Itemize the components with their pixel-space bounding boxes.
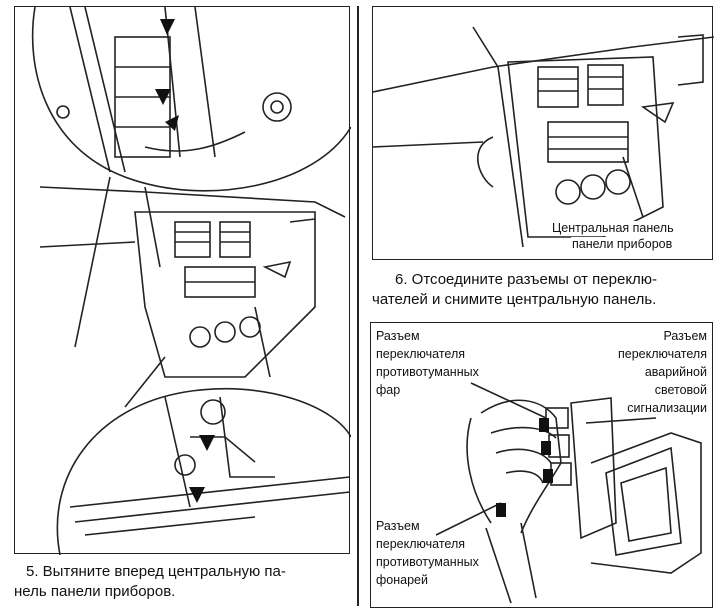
figure-7-illustration: Разъем переключателя противотуманных фар… [370,322,713,608]
fog-lamp-connector-line-4: фар [375,383,402,398]
fog-lamp-connector-line-1: Разъем [375,329,421,344]
center-panel-label-line-1: Центральная панель [551,221,675,236]
figure-5-caption-line-1: 5. Вытяните вперед центральную па- [26,563,286,580]
rear-fog-connector-line-1: Разъем [375,519,421,534]
hazard-connector-line-2: переключателя [616,347,708,362]
rear-fog-connector-line-2: переключателя [375,537,467,552]
fog-lamp-connector-line-2: переключателя [375,347,467,362]
figure-5-caption-line-2: нель панели приборов. [14,583,176,600]
figure-6-caption-line-2: чателей и снимите центральную панель. [372,291,657,308]
figure-7-drawing [435,382,702,604]
hazard-connector-line-5: сигнализации [626,401,708,416]
column-divider [357,6,359,606]
rear-fog-connector-line-4: фонарей [375,573,429,588]
figure-5-illustration [14,6,351,555]
fog-lamp-connector-line-3: противотуманных [375,365,480,380]
hazard-connector-line-1: Разъем [662,329,708,344]
figure-6-illustration: Центральная панель панели приборов [372,6,714,260]
hazard-connector-line-3: аварийной [643,365,708,380]
hazard-connector-line-4: световой [653,383,708,398]
figure-6-caption-line-1: 6. Отсоедините разъемы от переклю- [395,271,658,288]
rear-fog-connector-line-3: противотуманных [375,555,480,570]
figure-5-drawing [31,7,351,555]
center-panel-label-line-2: панели приборов [571,237,674,252]
